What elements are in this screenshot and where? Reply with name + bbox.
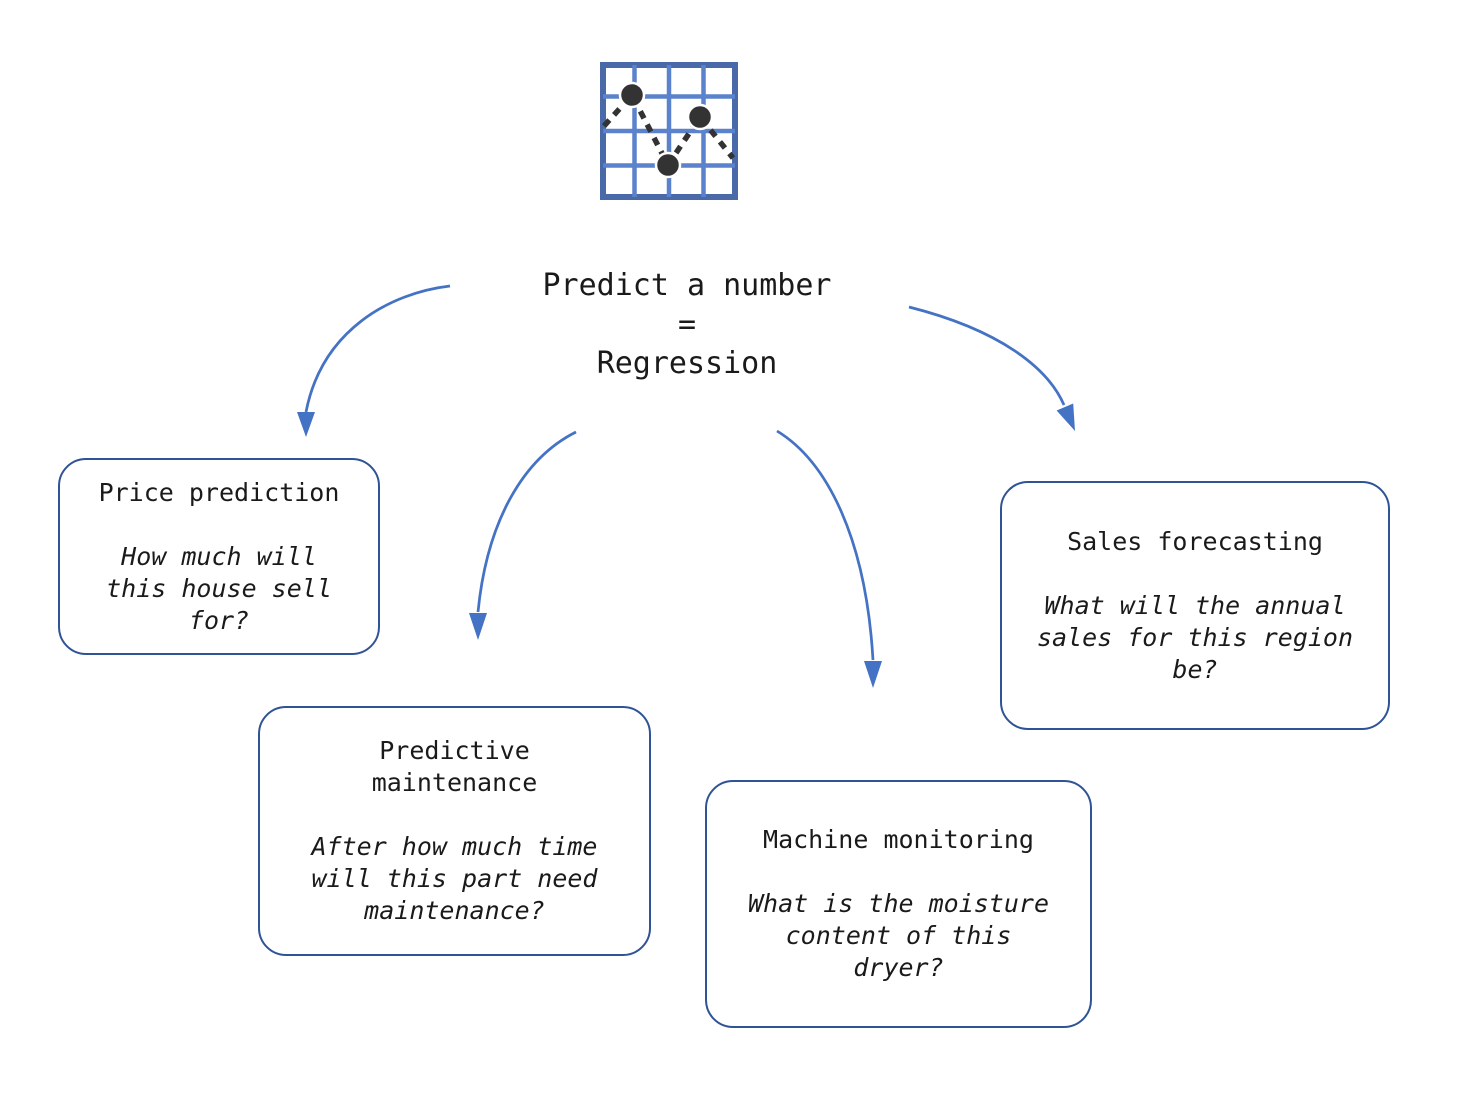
arrow-to-sales-forecasting xyxy=(908,305,1066,406)
node-machine-monitoring: Machine monitoring What is the moisture … xyxy=(705,780,1092,1028)
diagram-title: Predict a number = Regression xyxy=(542,268,832,381)
arrowhead-predictive-maintenance xyxy=(469,613,487,640)
node-sales-forecasting: Sales forecasting What will the annual s… xyxy=(1000,481,1390,730)
arrowhead-sales-forecasting xyxy=(1056,403,1075,431)
node-question: What will the annual sales for this regi… xyxy=(1036,590,1354,684)
node-title: Sales forecasting xyxy=(1067,526,1323,556)
arrow-to-predictive-maintenance xyxy=(476,430,577,613)
node-predictive-maintenance: Predictive maintenance After how much ti… xyxy=(258,706,651,956)
arrowhead-machine-monitoring xyxy=(864,661,882,688)
node-question: What is the moisture content of this dry… xyxy=(747,889,1050,982)
node-question: After how much time will this part need … xyxy=(311,832,598,925)
arrow-to-machine-monitoring xyxy=(776,429,875,661)
node-title: Machine monitoring xyxy=(763,825,1034,854)
scatter-chart-icon xyxy=(600,62,738,200)
arrow-to-price-prediction xyxy=(304,284,451,413)
node-title: Predictive maintenance xyxy=(371,736,538,797)
node-title: Price prediction xyxy=(98,477,340,507)
arrowhead-price-prediction xyxy=(297,412,315,437)
node-price-prediction: Price prediction How much will this hous… xyxy=(58,458,380,655)
node-question: How much will this house sell for? xyxy=(106,541,332,635)
